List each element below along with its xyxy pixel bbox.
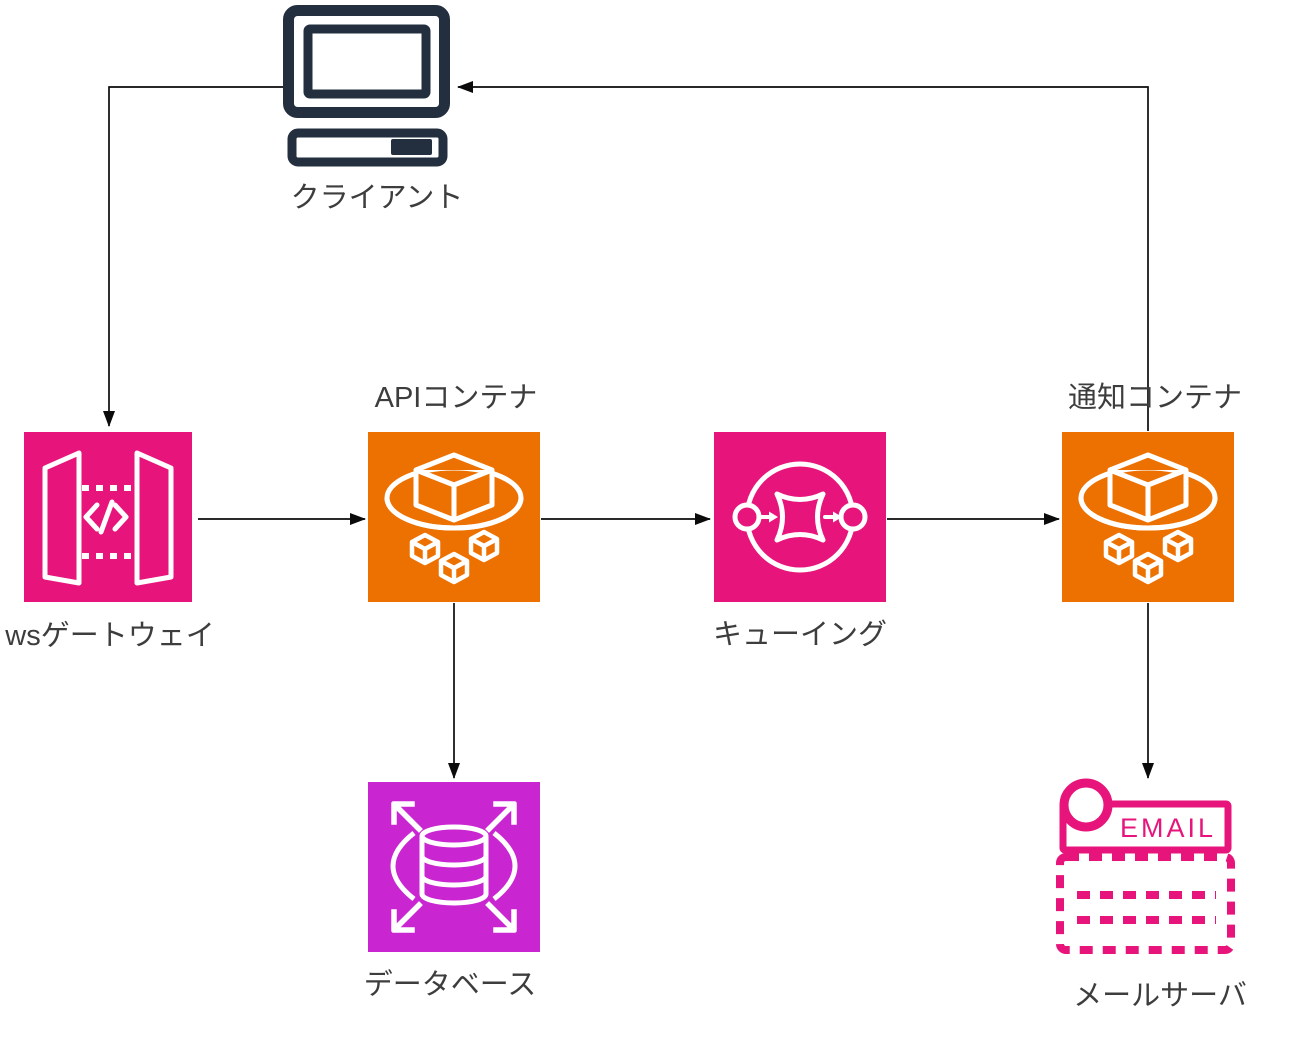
gateway-code-slash bbox=[98, 499, 115, 535]
gateway-code-gt bbox=[112, 502, 129, 532]
node-mail-server[interactable]: EMAIL bbox=[1056, 778, 1235, 954]
connector-notification-to-client bbox=[457, 81, 1149, 431]
mail-server-label: メールサーバ bbox=[1073, 980, 1247, 1012]
db-arrow-bottom-left bbox=[391, 901, 423, 933]
queuing-label: キューイング bbox=[713, 618, 887, 651]
queue-arrow-left-head bbox=[769, 511, 778, 523]
node-notification-container[interactable] bbox=[1062, 432, 1234, 602]
node-client[interactable] bbox=[283, 5, 450, 167]
computer-icon bbox=[283, 5, 450, 167]
queue-pillow bbox=[774, 491, 826, 543]
connector-client-to-gateway bbox=[103, 86, 283, 427]
db-cylinder-band-2 bbox=[419, 875, 489, 888]
ws-gateway-label: wsゲートウェイ bbox=[4, 620, 214, 652]
monitor-screen bbox=[303, 24, 431, 99]
gateway-right-door bbox=[134, 450, 174, 586]
node-api-container[interactable] bbox=[368, 432, 540, 602]
queue-node-right bbox=[838, 502, 868, 532]
queue-node-left bbox=[732, 502, 762, 532]
db-arrow-bottom-right bbox=[485, 901, 517, 933]
api-gateway-icon bbox=[42, 450, 174, 586]
node-database[interactable] bbox=[368, 782, 540, 952]
db-arrow-top-left bbox=[391, 801, 423, 833]
database-label: データベース bbox=[364, 968, 537, 1001]
db-cylinder-body bbox=[419, 836, 489, 906]
connectors bbox=[103, 81, 1154, 779]
client-label: クライアント bbox=[291, 182, 464, 214]
email-dashed-body bbox=[1056, 853, 1235, 954]
gateway-left-door bbox=[42, 450, 82, 586]
email-band-text: EMAIL bbox=[1120, 813, 1216, 843]
db-arc-right bbox=[492, 831, 518, 901]
node-labels: クライアント wsゲートウェイ APIコンテナ キューイング 通知コンテナ デー… bbox=[4, 182, 1247, 1012]
computer-base-slot bbox=[391, 139, 432, 155]
api-container-label: APIコンテナ bbox=[375, 382, 538, 414]
node-ws-gateway[interactable] bbox=[24, 432, 192, 602]
queue-icon bbox=[732, 461, 868, 573]
notification-container-label: 通知コンテナ bbox=[1068, 381, 1242, 414]
gateway-code-lt bbox=[83, 502, 100, 532]
db-cylinder-band-1 bbox=[419, 855, 489, 868]
node-queuing[interactable] bbox=[714, 432, 886, 602]
email-circle bbox=[1059, 778, 1113, 832]
db-arrow-top-right bbox=[485, 801, 517, 833]
queue-arrow-right-head bbox=[833, 511, 842, 523]
email-icon: EMAIL bbox=[1056, 778, 1235, 954]
database-icon bbox=[390, 801, 518, 933]
db-arc-left bbox=[390, 831, 416, 901]
